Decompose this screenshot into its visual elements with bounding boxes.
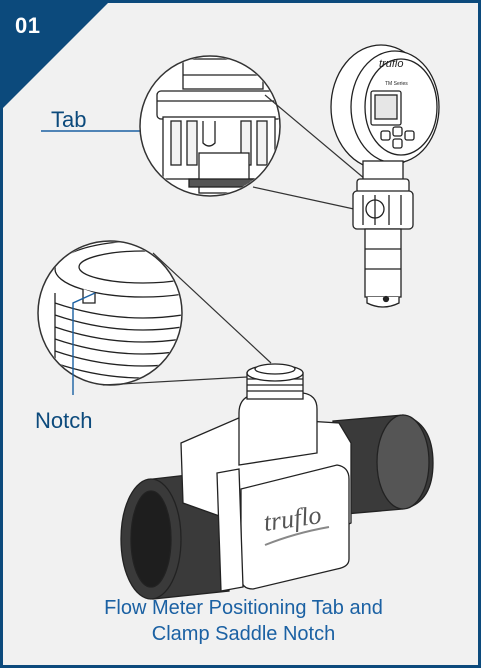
tab-detail-magnifier bbox=[139, 55, 281, 197]
step-number: 01 bbox=[15, 13, 41, 38]
step-badge-shape bbox=[3, 3, 108, 108]
caption-line-1: Flow Meter Positioning Tab and bbox=[104, 597, 383, 619]
meter-series-text: TM Series bbox=[385, 81, 408, 87]
figure-caption: Flow Meter Positioning Tab and Clamp Sad… bbox=[3, 595, 481, 647]
caption-line-2: Clamp Saddle Notch bbox=[151, 623, 336, 645]
magnifier-connector-bottom bbox=[252, 186, 364, 212]
notch-connector-bottom bbox=[102, 376, 248, 386]
clamp-saddle-drawing bbox=[120, 363, 434, 600]
installation-illustration: truflo TM Series bbox=[3, 3, 440, 600]
meter-logo-text: truflo bbox=[379, 58, 403, 70]
notch-connector-top bbox=[152, 252, 272, 364]
saddle-logo-swoosh bbox=[264, 526, 330, 546]
notch-detail-magnifier bbox=[37, 240, 183, 386]
tab-label: Tab bbox=[51, 107, 87, 132]
notch-label: Notch bbox=[35, 408, 93, 433]
flow-meter-drawing bbox=[330, 44, 440, 308]
notch-leader-line bbox=[72, 292, 96, 395]
magnifier-connector-top bbox=[264, 94, 366, 180]
